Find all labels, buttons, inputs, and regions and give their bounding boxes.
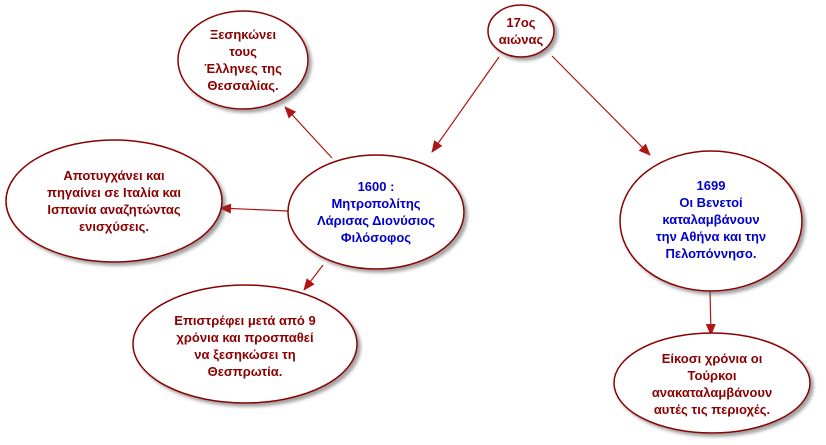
node-turks bbox=[613, 332, 811, 434]
node-dionysios bbox=[287, 154, 465, 270]
node-century bbox=[487, 4, 555, 58]
node-venetians bbox=[619, 150, 803, 292]
edge-venetians-to-turks bbox=[705, 289, 716, 336]
edge-century-to-venetians bbox=[551, 55, 651, 156]
node-returns bbox=[132, 284, 358, 404]
edge-dionysios-to-greeks bbox=[284, 106, 333, 159]
edge-dionysios-to-returns bbox=[303, 264, 324, 291]
edge-dionysios-to-fails bbox=[219, 203, 289, 214]
node-greeks bbox=[177, 10, 309, 110]
node-fails bbox=[5, 139, 223, 263]
edge-century-to-dionysios bbox=[431, 56, 500, 153]
